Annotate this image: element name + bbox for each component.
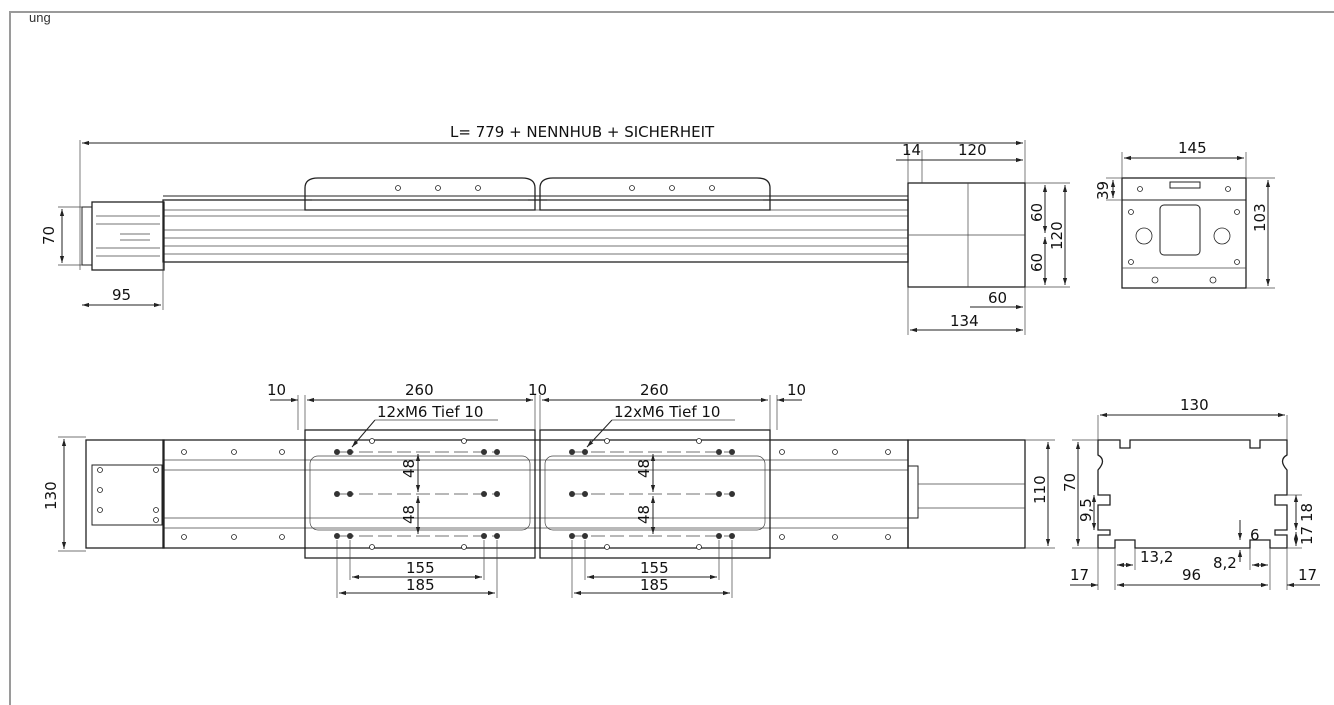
slot-b-label: 17 [1298,526,1316,545]
motor-offset-label: 14 [902,141,921,159]
drawing-frame: ung [9,10,1334,705]
end-cap-left [91,201,165,271]
pitch-b-label: 48 [400,505,418,524]
end-view: 145 39 103 [1094,139,1275,289]
motor-inner-label: 60 [988,289,1007,307]
end-cap-bottom [85,439,165,549]
carriage-2-bottom [539,429,771,559]
pitch-c-label: 48 [635,459,653,478]
span-inner-2-label: 155 [640,559,669,577]
gap-right-label: 10 [787,381,806,399]
slot-offset-label: 9,5 [1077,498,1095,522]
motor-height-label: 120 [1048,221,1066,250]
span-inner-1-label: 155 [406,559,435,577]
gap-mid-label: 10 [528,381,547,399]
motor-len-label: 120 [958,141,987,159]
motor-half-bottom-label: 60 [1028,253,1046,272]
carriage-1-top [304,177,536,211]
end-width-label: 145 [1178,139,1207,157]
profile-height-label: 70 [1061,473,1079,492]
span-outer-2-label: 185 [640,576,669,594]
carriage-1-bottom [304,429,536,559]
edge-left-label: 17 [1070,566,1089,584]
center-label: 96 [1182,566,1201,584]
slot-depth-label: 6 [1250,526,1260,544]
profile-width-label: 130 [1180,396,1209,414]
top-view: L= 779 + NENNHUB + SICHERHEIT [40,123,1070,335]
carriage-2-top [539,177,771,211]
motor-half-top-label: 60 [1028,203,1046,222]
width-left-label: 130 [42,481,60,510]
slot-a-label: 18 [1298,503,1316,522]
height-left-label: 70 [40,226,58,245]
carriage2-len-label: 260 [640,381,669,399]
bottom-view: 10 260 10 260 10 12xM6 Tief 10 12xM6 Tie… [42,381,1055,598]
pitch-d-label: 48 [635,505,653,524]
holes1-label: 12xM6 Tief 10 [377,403,483,421]
sheet-title: ung [29,10,51,25]
gap-left-label: 10 [267,381,286,399]
end-height-label: 103 [1251,203,1269,232]
carriage1-len-label: 260 [405,381,434,399]
slot-width-left-label: 13,2 [1140,548,1173,566]
motor-block-bottom [907,439,1026,549]
pitch-a-label: 48 [400,459,418,478]
motor-total-label: 134 [950,312,979,330]
overall-length-label: L= 779 + NENNHUB + SICHERHEIT [450,123,715,141]
holes2-label: 12xM6 Tief 10 [614,403,720,421]
span-outer-1-label: 185 [406,576,435,594]
profile-view: 130 70 9,5 18 17 6 17 13,2 96 8,2 17 [1061,396,1320,590]
edge-right-label: 17 [1298,566,1317,584]
motor-height-bottom-label: 110 [1031,475,1049,504]
end-offset-label: 39 [1094,181,1112,200]
slot-width-right-label: 8,2 [1213,554,1237,572]
end-cap-len-label: 95 [112,286,131,304]
